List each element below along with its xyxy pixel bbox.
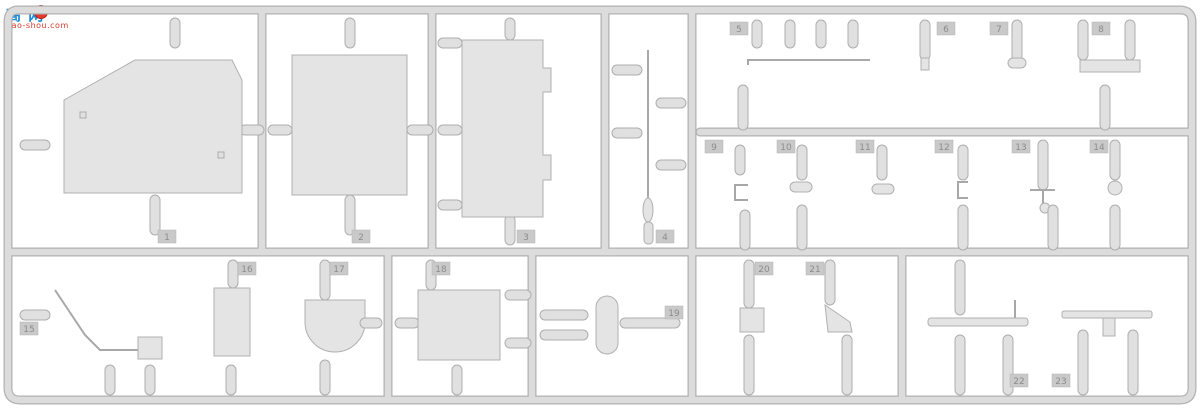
part-number-tag: 12 <box>934 139 954 154</box>
part-number-tag: 20 <box>754 261 774 276</box>
part-12-bracket <box>957 144 969 251</box>
part-number-tag: 22 <box>1009 373 1029 388</box>
part-number-tag: 5 <box>729 21 749 36</box>
part-number-label: 21 <box>809 265 820 275</box>
part-number-tag: 15 <box>19 321 39 336</box>
part-number-label: 16 <box>241 265 253 275</box>
part-7-hook <box>1007 19 1027 69</box>
part-number-label: 9 <box>711 143 717 153</box>
part-number-label: 14 <box>1093 143 1105 153</box>
part-number-tag: 6 <box>936 21 956 36</box>
part-number-label: 2 <box>358 233 364 243</box>
part-number-label: 4 <box>662 233 668 243</box>
part-number-tag: 9 <box>704 139 724 154</box>
part-10-link <box>789 144 813 251</box>
part-number-label: 12 <box>938 143 949 153</box>
part-number-tag: 2 <box>351 229 371 244</box>
part-number-label: 20 <box>758 265 770 275</box>
part-18-square-plate <box>394 259 532 396</box>
part-9-clip <box>734 144 751 251</box>
part-6-tab <box>919 19 931 71</box>
part-number-tag: 1 <box>157 229 177 244</box>
part-20-plate <box>739 259 765 396</box>
part-number-tag: 17 <box>329 261 349 276</box>
part-3-box-panel <box>437 17 552 246</box>
part-16-block <box>213 259 251 396</box>
part-number-label: 19 <box>668 309 680 319</box>
part-21-clamp <box>824 259 853 396</box>
part-number-label: 15 <box>23 325 34 335</box>
part-2-rect-panel <box>267 17 434 236</box>
part-number-tag: 3 <box>516 229 536 244</box>
part-number-tag: 18 <box>431 261 451 276</box>
part-number-tag: 14 <box>1089 139 1109 154</box>
part-8-plate <box>1077 19 1141 131</box>
part-5-bracket <box>737 19 870 131</box>
part-number-label: 10 <box>780 143 792 153</box>
part-number-label: 11 <box>859 143 870 153</box>
part-number-label: 13 <box>1015 143 1026 153</box>
part-number-label: 5 <box>736 25 742 35</box>
part-4-rod <box>611 50 687 245</box>
part-number-label: 7 <box>996 25 1002 35</box>
part-17-rounded-plate <box>304 259 383 396</box>
part-number-tag: 21 <box>805 261 825 276</box>
part-number-label: 8 <box>1098 25 1104 35</box>
part-14-wheel <box>1107 139 1123 251</box>
part-11-pad <box>871 144 895 195</box>
part-15-bent-rod <box>19 289 163 396</box>
part-number-label: 22 <box>1013 377 1024 387</box>
part-1-angled-panel <box>19 17 265 236</box>
part-13-hinge <box>1030 139 1059 251</box>
part-number-label: 3 <box>523 233 529 243</box>
part-number-tag: 8 <box>1091 21 1111 36</box>
part-number-label: 23 <box>1055 377 1066 387</box>
part-number-tag: 10 <box>776 139 796 154</box>
part-number-label: 18 <box>435 265 447 275</box>
part-23-rifle <box>1061 310 1153 396</box>
part-number-label: 17 <box>333 265 344 275</box>
part-number-label: 6 <box>943 25 949 35</box>
part-22-barrel <box>927 259 1029 396</box>
part-number-label: 1 <box>164 233 170 243</box>
part-number-tag: 23 <box>1051 373 1071 388</box>
part-number-tag: 4 <box>655 229 675 244</box>
part-number-tag: 13 <box>1011 139 1031 154</box>
watermark-sub-text: gao-shou.com <box>6 21 69 30</box>
part-number-tag: 11 <box>855 139 875 154</box>
part-19-oval <box>539 295 681 355</box>
part-number-tag: 7 <box>989 21 1009 36</box>
part-number-tag: 19 <box>664 305 684 320</box>
part-number-tag: 16 <box>237 261 257 276</box>
